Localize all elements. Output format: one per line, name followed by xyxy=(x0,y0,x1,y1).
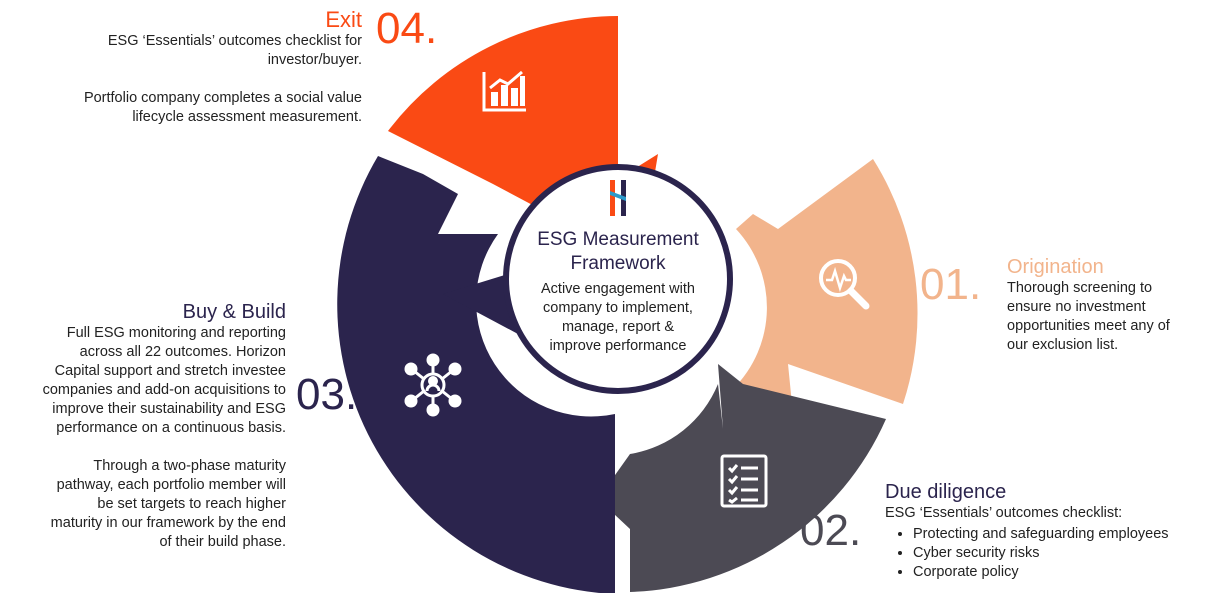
center-body-line: improve performance xyxy=(549,338,687,354)
due-diligence-intro: ESG ‘Essentials’ outcomes checklist: xyxy=(885,505,1123,521)
buy-build-line: companies and add-on acquisitions to xyxy=(42,382,286,398)
buy-build-title: Buy & Build xyxy=(182,301,286,323)
exit-para2: Portfolio company completes a social val… xyxy=(30,89,362,127)
buy-build-line: across all 22 outcomes. Horizon xyxy=(79,344,286,360)
origination-line: Thorough screening to xyxy=(1007,280,1153,296)
exit-text: Exit ESG ‘Essentials’ outcomes checklist… xyxy=(30,8,362,127)
origination-line: ensure no investment xyxy=(1007,299,1146,315)
due-diligence-title: Due diligence xyxy=(885,481,1007,503)
buy-build-para2: Through a two-phase maturity pathway, ea… xyxy=(8,457,286,552)
exit-line: Portfolio company completes a social val… xyxy=(83,90,362,106)
origination-body: Thorough screening to ensure no investme… xyxy=(1007,279,1202,355)
buy-build-line: maturity in our framework by the end xyxy=(50,515,286,531)
buy-build-line: Full ESG monitoring and reporting xyxy=(66,325,286,341)
center-title-line1: ESG Measurement xyxy=(537,229,699,250)
exit-line: ESG ‘Essentials’ outcomes checklist for xyxy=(107,33,362,49)
buy-build-para1: Full ESG monitoring and reporting across… xyxy=(8,324,286,438)
due-diligence-number: 02. xyxy=(800,506,862,555)
network-icon xyxy=(404,353,462,417)
center-body-line: Active engagement with xyxy=(541,281,695,297)
due-diligence-list: Protecting and safeguarding employees Cy… xyxy=(885,525,1203,582)
logo-icon xyxy=(610,180,626,216)
origination-title: Origination xyxy=(1007,256,1104,278)
origination-text: Origination Thorough screening to ensure… xyxy=(1007,255,1202,355)
buy-build-line: be set targets to reach higher xyxy=(97,496,286,512)
buy-build-line: Capital support and stretch investee xyxy=(54,363,286,379)
center-title-line2: Framework xyxy=(570,253,666,274)
center-body-line: company to implement, xyxy=(543,300,693,316)
center-body-line: manage, report & xyxy=(561,319,675,335)
exit-line: lifecycle assessment measurement. xyxy=(132,109,362,125)
origination-line: opportunities meet any of xyxy=(1007,318,1170,334)
exit-title: Exit xyxy=(325,7,362,32)
buy-build-number: 03. xyxy=(296,370,358,419)
center-body: Active engagement with company to implem… xyxy=(520,280,716,356)
center-panel: ESG Measurement Framework Active engagem… xyxy=(520,228,716,356)
buy-build-text: Buy & Build Full ESG monitoring and repo… xyxy=(8,300,286,552)
origination-number: 01. xyxy=(920,260,982,309)
buy-build-segment xyxy=(337,156,615,593)
due-diligence-bullet: Protecting and safeguarding employees xyxy=(913,525,1203,544)
origination-line: our exclusion list. xyxy=(1007,337,1119,353)
exit-number: 04. xyxy=(376,4,438,53)
magnifier-pulse-icon xyxy=(819,259,870,310)
exit-para1: ESG ‘Essentials’ outcomes checklist for … xyxy=(30,32,362,70)
buy-build-line: Through a two-phase maturity xyxy=(93,458,286,474)
buy-build-line: performance on a continuous basis. xyxy=(56,420,286,436)
bar-chart-icon xyxy=(482,70,526,112)
checklist-icon xyxy=(720,454,768,508)
exit-line: investor/buyer. xyxy=(267,52,362,68)
due-diligence-bullet: Cyber security risks xyxy=(913,544,1203,563)
due-diligence-bullet: Corporate policy xyxy=(913,563,1203,582)
due-diligence-text: Due diligence ESG ‘Essentials’ outcomes … xyxy=(885,480,1203,582)
buy-build-line: pathway, each portfolio member will xyxy=(56,477,286,493)
buy-build-line: improve their sustainability and ESG xyxy=(52,401,286,417)
buy-build-line: of their build phase. xyxy=(159,534,286,550)
